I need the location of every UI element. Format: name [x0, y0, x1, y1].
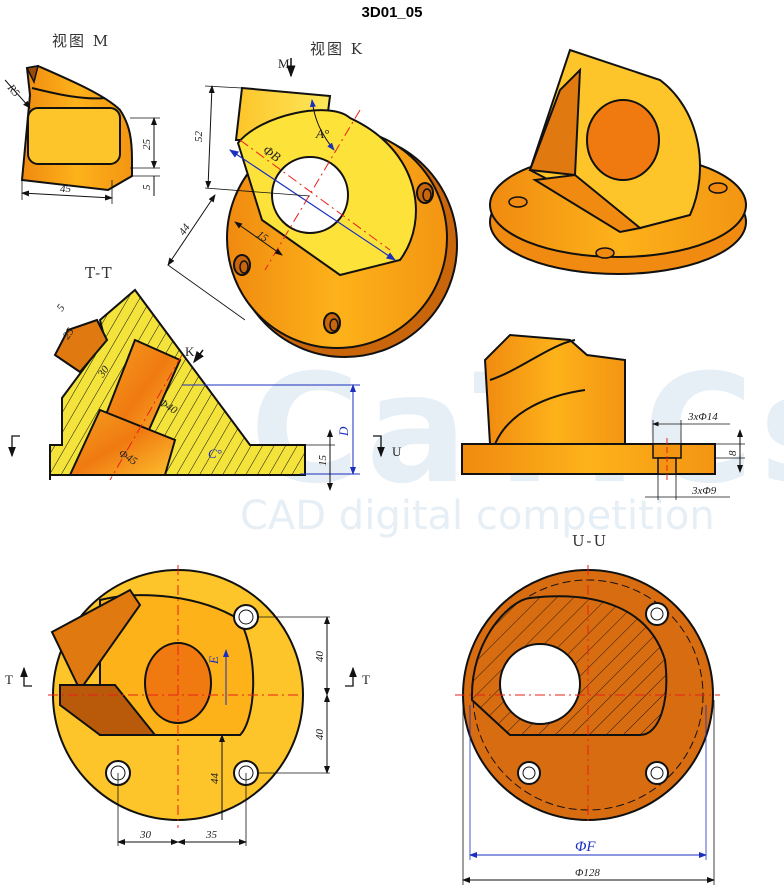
tt-dim-height: D	[336, 426, 351, 437]
uu-dim-bolt-circle: ΦF	[575, 839, 596, 855]
bolt-hole	[645, 602, 669, 626]
bolt-hole	[517, 761, 541, 785]
view-k-arrow-label: M	[278, 56, 290, 71]
top-view: E 40 40 30 35 44 T T	[5, 565, 370, 846]
view-k: M ΦB A° 52 44 15	[167, 56, 458, 358]
counterbore-hole	[233, 254, 251, 276]
front-dim-hole: 3xΦ9	[691, 485, 717, 497]
top-dim-right: 35	[205, 829, 218, 841]
front-view: 3xΦ14 3xΦ9 8	[461, 333, 745, 500]
section-tt-label: T-T	[85, 264, 114, 282]
view-k-dim-angle: A°	[315, 126, 329, 141]
counterbore-hole	[416, 182, 434, 204]
section-uu: ΦF Φ128	[455, 565, 720, 885]
front-dim-counterbore-depth: 8	[727, 450, 739, 456]
counterbore-hole	[323, 312, 341, 334]
view-m-dim-offset: 5	[141, 184, 153, 190]
top-section-marker-left: T	[5, 672, 13, 687]
top-dim-lower: 40	[314, 729, 326, 741]
tt-section-marker: U	[392, 444, 402, 459]
top-dim-left: 30	[139, 829, 152, 841]
section-tt: Φ40 Φ45 25 5 30 C° D 15 K U	[8, 288, 402, 491]
isometric-view	[489, 48, 747, 275]
view-k-dim-height: 52	[193, 131, 205, 143]
top-dim-step: E	[206, 656, 221, 665]
tt-dim-angle: C°	[208, 446, 222, 461]
bolt-hole	[645, 761, 669, 785]
top-dim-height: 44	[209, 773, 221, 785]
tt-arrow-label: K	[185, 344, 195, 359]
front-dim-counterbore: 3xΦ14	[687, 411, 718, 423]
view-k-dim-length: 44	[177, 221, 193, 237]
tt-dim-boss-offset: 5	[55, 302, 68, 314]
top-dim-upper: 40	[314, 651, 326, 663]
top-section-marker-right: T	[362, 672, 370, 687]
drawing-title: 3D01_05	[361, 4, 423, 21]
bolt-hole	[233, 604, 259, 630]
section-uu-label: U-U	[572, 532, 609, 550]
view-k-label: 视图 K	[310, 40, 364, 58]
tt-dim-base-thickness: 15	[317, 455, 329, 467]
view-m-label: 视图 M	[52, 32, 111, 50]
view-m-dim-width: 45	[60, 183, 72, 195]
uu-dim-outer: Φ128	[575, 867, 600, 879]
view-m: R5 25 5 45	[4, 64, 160, 204]
view-m-dim-height: 25	[141, 139, 153, 151]
